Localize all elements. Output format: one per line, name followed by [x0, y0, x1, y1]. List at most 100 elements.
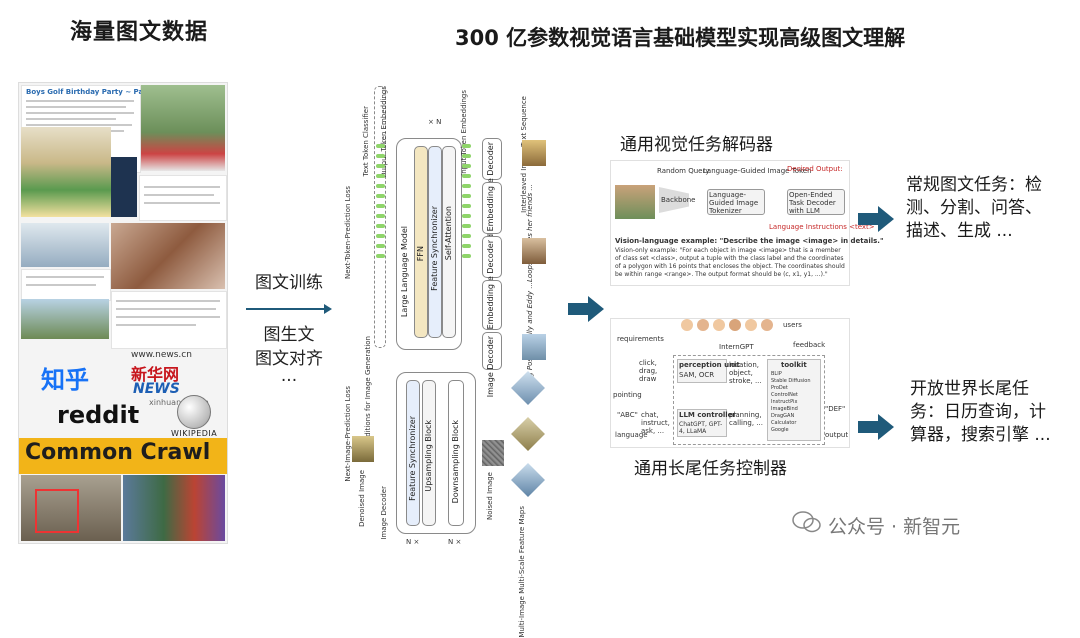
llm-controller-label: LLM controller [679, 411, 736, 419]
tokenizer-box [707, 189, 765, 215]
image-decoder-3-label: Image Decoder [486, 336, 495, 398]
toolkit-label: toolkit [781, 361, 807, 369]
controller-arrow-icon [858, 414, 894, 440]
article-snippet [139, 175, 227, 221]
dec-feature-sync [406, 380, 420, 526]
ffn-block [414, 146, 428, 338]
noised-image-label: Noised Image [486, 472, 494, 521]
seq-text-1: Loops emotes her friends ... [526, 184, 534, 282]
upsampling-block [422, 380, 436, 526]
image-decoder-1 [482, 138, 502, 180]
llm-outer-block [396, 138, 462, 350]
ffn-label: FFN [416, 246, 425, 262]
llm-list-label: ChatGPT, GPT-4, LLaMA [679, 421, 723, 435]
open-ended-box [787, 189, 845, 215]
left-title: 海量图文数据 [70, 20, 209, 45]
denoised-image-label: Denoised Image [358, 470, 366, 527]
image-decoder-3 [482, 332, 502, 370]
upsampling-label: Upsampling Block [424, 420, 433, 492]
controller-title: 通用长尾任务控制器 [634, 459, 787, 479]
open-ended-label: Open-Ended Task Decoder with LLM [789, 191, 836, 215]
label-ellipsis: ... [280, 366, 298, 386]
wikipedia-logo: WIKIPEDIA [171, 429, 218, 438]
train-photo [21, 299, 109, 339]
pointing-label: pointing [613, 391, 642, 399]
nx-label-right: N × [448, 538, 462, 546]
tokenizer-label: Language-Guided Image Tokenizer [709, 191, 759, 215]
next-token-loss-label: Next-Token-Prediction Loss [344, 186, 352, 279]
image-decoder-outer [396, 372, 476, 534]
classifier-bracket [374, 86, 386, 348]
decoder-arrow-icon [858, 206, 894, 232]
training-arrow-line [246, 308, 326, 310]
desired-output-label: Desired Output: [787, 165, 843, 173]
seq-image-3 [522, 334, 546, 360]
decoder-title: 通用视觉任务解码器 [620, 135, 773, 155]
tshirt-photo [111, 223, 225, 289]
self-attention-block [442, 146, 456, 338]
next-image-loss-label: Next-Image-Prediction Loss [344, 386, 352, 482]
segmentation-photo [123, 475, 225, 541]
multi-scale-label: Multi-Image Multi-Scale Feature Maps [518, 506, 526, 638]
click-drag-label: click, drag, draw [639, 359, 658, 383]
main-arrow-icon [568, 296, 604, 322]
decoder-panel: Random Query Language-Guided Image Token… [610, 160, 884, 286]
bicycle-photo [21, 475, 121, 541]
word-embedding-2 [482, 280, 502, 330]
feature-map-2 [511, 417, 545, 451]
decoder-tasks: 常规图文任务：检测、分割、问答、描述、生成 ... [906, 175, 1042, 241]
baseball-photo [615, 185, 655, 219]
chat-label: chat, instruct, ask, ... [641, 411, 670, 435]
reddit-logo: reddit [57, 401, 140, 429]
feature-sync-label: Feature Synchronizer [430, 206, 439, 291]
xn-label-top: × N [428, 118, 442, 126]
downsampling-label: Downsampling Block [451, 420, 460, 504]
input-embeddings-label: Input Token Embeddings [460, 90, 468, 176]
perception-label: perception unit [679, 361, 740, 369]
interngpt-label: InternGPT [719, 343, 754, 351]
location-label: location, object, stroke, ... [729, 361, 762, 385]
blog-header: Boys Golf Birthday Party ~ Part 1 [26, 88, 158, 96]
image-decoder-label: Image Decoder [380, 486, 388, 540]
label-image-text-training: 图文训练 [255, 273, 323, 293]
backbone-label: Backbone [661, 196, 696, 204]
planning-label: planning, calling, ... [729, 411, 763, 427]
interngpt-box [673, 355, 825, 445]
vl-example: Vision-language example: "Describe the i… [615, 237, 884, 245]
architecture-diagram: Next-Token-Prediction Loss Text Token Cl… [336, 86, 564, 638]
xinhua-url: www.news.cn [131, 350, 192, 360]
common-crawl-logo: Common Crawl [25, 440, 211, 465]
vo-example: Vision-only example: "For each object in… [615, 247, 845, 278]
book-photo [111, 157, 137, 217]
right-title: 300 亿参数视觉语言基础模型实现高级图文理解 [455, 26, 906, 50]
wikipedia-globe-icon [177, 395, 211, 429]
random-query-label: Random Query [657, 167, 710, 175]
news-snippet [21, 269, 111, 301]
output-label: output [825, 431, 849, 439]
nx-label-left: N × [406, 538, 420, 546]
feature-sync-block [428, 146, 442, 338]
lang-instructions-label: Language Instructions <text> [769, 223, 875, 231]
controller-tasks: 开放世界长尾任务：日历查询，计算器，搜索引擎 ... [910, 379, 1051, 445]
downsampling-block [448, 380, 464, 526]
perception-box [677, 359, 727, 383]
word-embedding-1 [482, 182, 502, 234]
common-crawl-bar [19, 438, 227, 474]
dec-feature-sync-label: Feature Synchronizer [408, 416, 417, 501]
label-image-gen-text: 图生文 [263, 325, 315, 345]
label-image-text-align: 图文对齐 [255, 349, 323, 369]
toolkit-box [767, 359, 821, 441]
toolkit-list: BLIP Stable Diffusion ProDet ControlNet … [771, 371, 811, 433]
text-token-classifier-label: Text Token Classifier [362, 106, 370, 177]
feature-map-1 [511, 371, 545, 405]
feature-map-3 [511, 463, 545, 497]
feedback-label: feedback [793, 341, 826, 349]
seq-image-1 [522, 140, 546, 166]
llm-controller-box [677, 409, 727, 437]
users-label: users [783, 321, 802, 329]
cake-photo [21, 127, 111, 217]
abc-label: "ABC" [617, 411, 638, 419]
video-frame [21, 223, 109, 267]
xinhua-news-logo: NEWS [133, 381, 180, 397]
denoised-image [352, 436, 374, 462]
